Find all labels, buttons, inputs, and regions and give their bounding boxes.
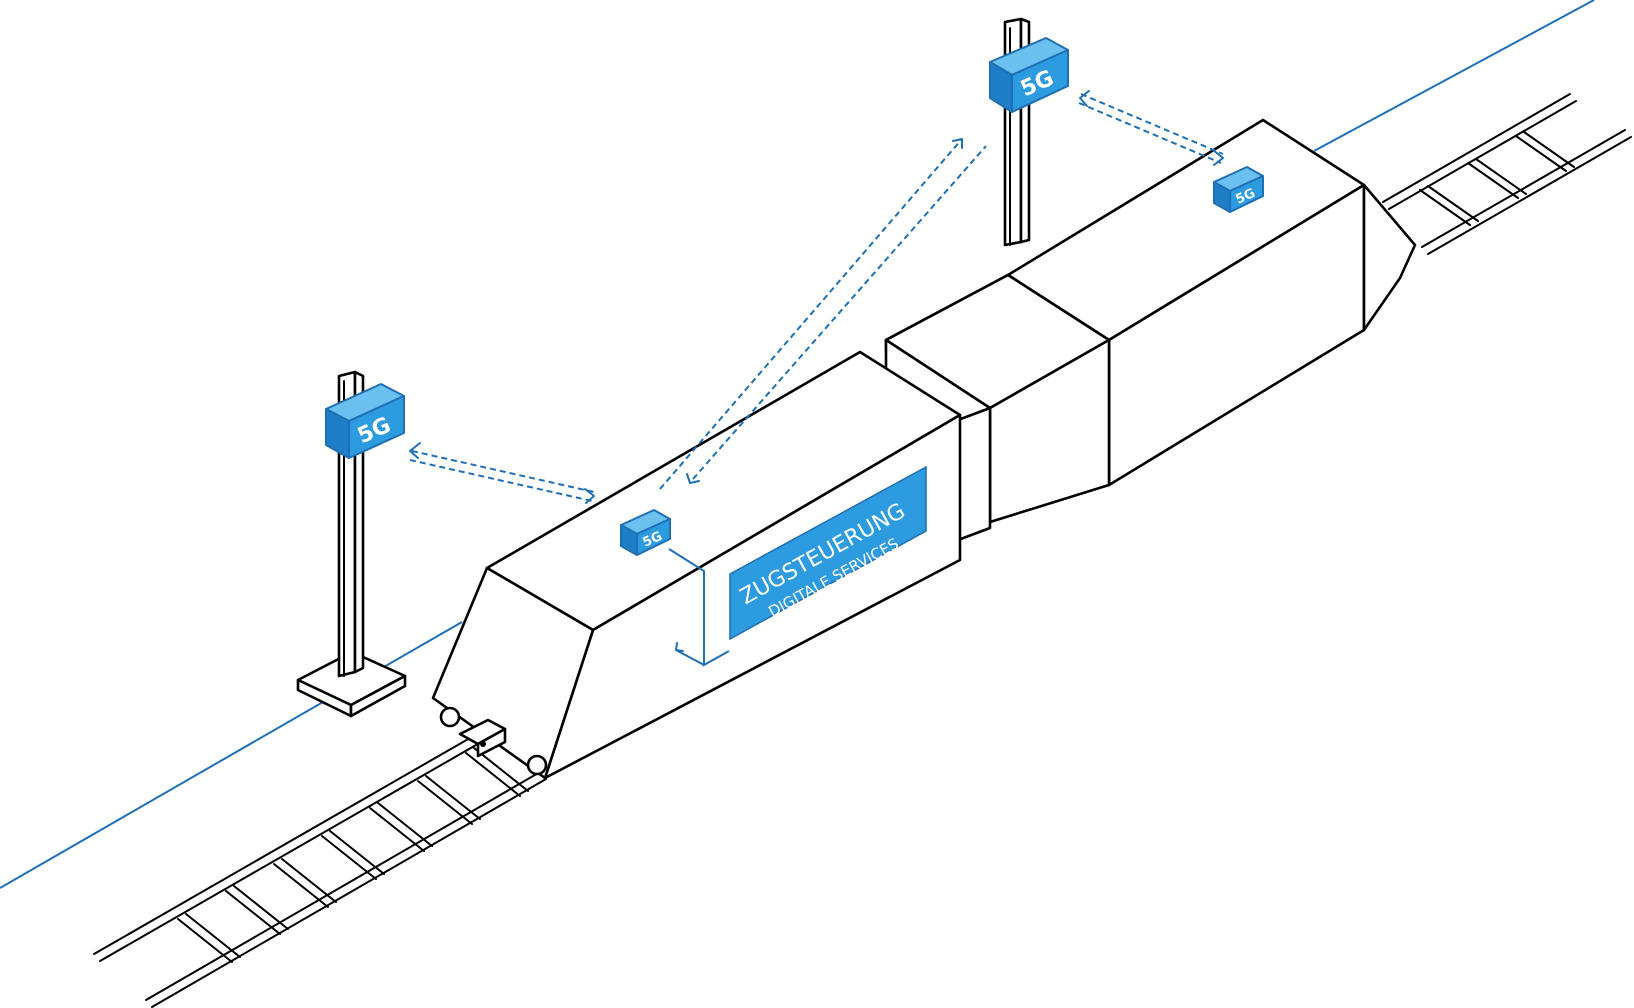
- antenna-box-left-mast: 5G: [325, 383, 405, 459]
- signal-line-to-sign: [668, 548, 730, 667]
- sleepers: [177, 131, 1575, 963]
- antenna-label-train-rear: 5G: [1234, 186, 1258, 208]
- antenna-label-train-front: 5G: [641, 529, 665, 551]
- railway-track: [93, 93, 1632, 1008]
- comm-arrow-right-mast-to-front: [659, 138, 987, 490]
- comm-arrow-left-mast: [409, 442, 595, 504]
- antenna-box-train-front: 5G: [620, 509, 671, 556]
- train-car-rear: [884, 118, 1417, 524]
- antenna-box-right-mast: 5G: [989, 37, 1069, 113]
- coupling: [956, 406, 992, 542]
- comm-arrow-right-mast-to-rear: [1078, 90, 1224, 166]
- train-car-front: [431, 350, 962, 780]
- antenna-box-train-rear: 5G: [1213, 166, 1264, 213]
